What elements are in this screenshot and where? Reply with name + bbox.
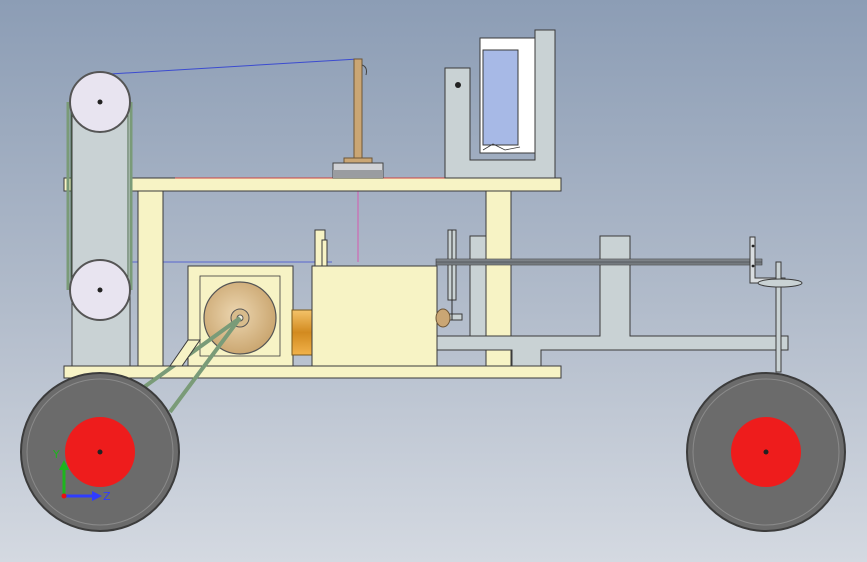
- rear-wheel-rim: [26, 378, 174, 526]
- front-wheel-axle: [763, 449, 769, 455]
- steering-plate: [757, 278, 803, 288]
- display-bracket: [444, 29, 556, 179]
- mast: [353, 58, 363, 163]
- top-pulley-axle: [97, 99, 103, 105]
- coordinate-triad-icon: Y Z: [52, 448, 111, 503]
- lower-deck: [63, 365, 562, 379]
- drive-link-b: [168, 316, 242, 414]
- bracket-bolt-icon: [455, 82, 461, 88]
- end-bolt-a: [751, 244, 755, 248]
- drive-bracket: [169, 339, 201, 367]
- motor-housing-inner: [199, 275, 281, 357]
- left-post: [137, 190, 164, 367]
- triad-z-label: Z: [103, 490, 111, 503]
- triad-y-label: Y: [52, 448, 60, 461]
- triad-x-origin: [61, 493, 67, 499]
- pulley-tower: [71, 109, 131, 367]
- main-rod: [435, 258, 763, 266]
- bottom-pulley-axle: [97, 287, 103, 293]
- gear-box: [311, 265, 438, 367]
- display-glass: [482, 49, 519, 146]
- upper-deck: [63, 177, 562, 192]
- lower-frame-arm: [436, 235, 789, 367]
- front-wheel-rim: [692, 378, 840, 526]
- bar-support-left: [469, 235, 487, 337]
- display-crease: [482, 143, 521, 151]
- end-bolt-b: [751, 264, 755, 268]
- triad-y-arrow: [59, 460, 69, 470]
- output-knob: [435, 308, 451, 328]
- rear-wheel-axle: [97, 449, 103, 455]
- mast-hook: [361, 64, 367, 76]
- triad-z-arrow: [92, 491, 102, 501]
- mast-base-shadow: [333, 170, 383, 178]
- steering-post: [775, 261, 782, 373]
- string-top-to-mast: [109, 58, 359, 75]
- gear-box-tab-back: [321, 239, 328, 267]
